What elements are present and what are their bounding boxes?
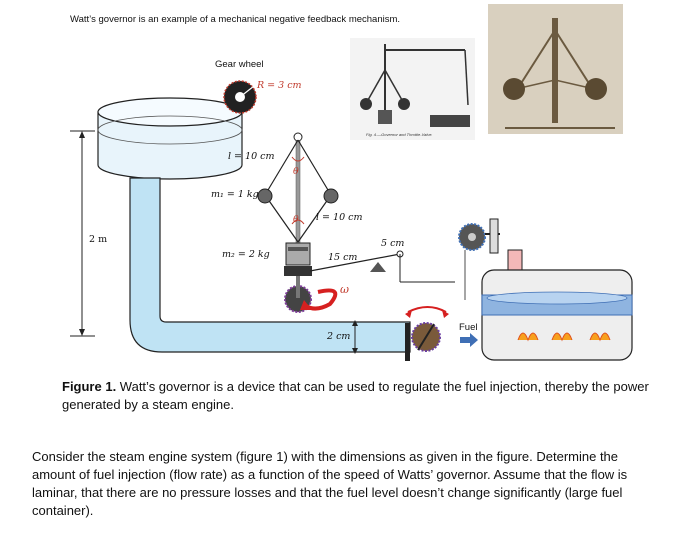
theta-lower-label: θ: [293, 214, 299, 225]
fuel-arrow: [460, 333, 478, 347]
lower-arm-length-label: l = 10 cm: [316, 212, 363, 223]
figure-caption-label: Figure 1.: [62, 379, 117, 394]
figure-caption-text: Watt’s governor is a device that can be …: [62, 379, 649, 412]
pulley-system: [458, 218, 500, 300]
pipe-diameter-label: 2 cm: [327, 331, 351, 342]
long-lever-label: 15 cm: [328, 252, 358, 263]
fuel-label: Fuel: [459, 322, 478, 333]
upper-arm-length-label: l = 10 cm: [228, 151, 275, 162]
governor-linkage: [257, 132, 339, 313]
fuel-pipe: [129, 177, 411, 353]
height-label: 2 m: [89, 234, 108, 245]
short-lever-label: 5 cm: [381, 238, 405, 249]
gear-wheel-label: Gear wheel: [215, 59, 264, 70]
m1-label: m₁ = 1 kg: [211, 189, 259, 200]
governor-sepia-photo: [488, 4, 623, 134]
steam-engine: [481, 249, 633, 361]
problem-statement: Consider the steam engine system (figure…: [32, 449, 628, 518]
height-dimension: [70, 130, 95, 337]
pipe-diameter-dimension: [352, 320, 358, 354]
control-lever: [309, 250, 455, 283]
throttle-valve: [405, 306, 449, 361]
gear-wheel: [223, 80, 257, 114]
omega-label: ω: [340, 283, 349, 296]
m2-label: m₂ = 2 kg: [222, 249, 270, 260]
governor-engraving-photo: Fig. 4.—Governor and Throttle-Valve.: [350, 38, 475, 140]
theta-upper-label: θ: [293, 166, 299, 177]
governor-figure: Fig. 4.—Governor and Throttle-Valve.: [70, 4, 633, 361]
photo-caption: Fig. 4.—Governor and Throttle-Valve.: [366, 132, 433, 137]
figure-caption: Figure 1. Watt’s governor is a device th…: [62, 378, 662, 414]
intro-text: Watt’s governor is an example of a mecha…: [70, 14, 401, 25]
water-tank: [97, 97, 243, 180]
radius-label: R = 3 cm: [257, 80, 302, 91]
